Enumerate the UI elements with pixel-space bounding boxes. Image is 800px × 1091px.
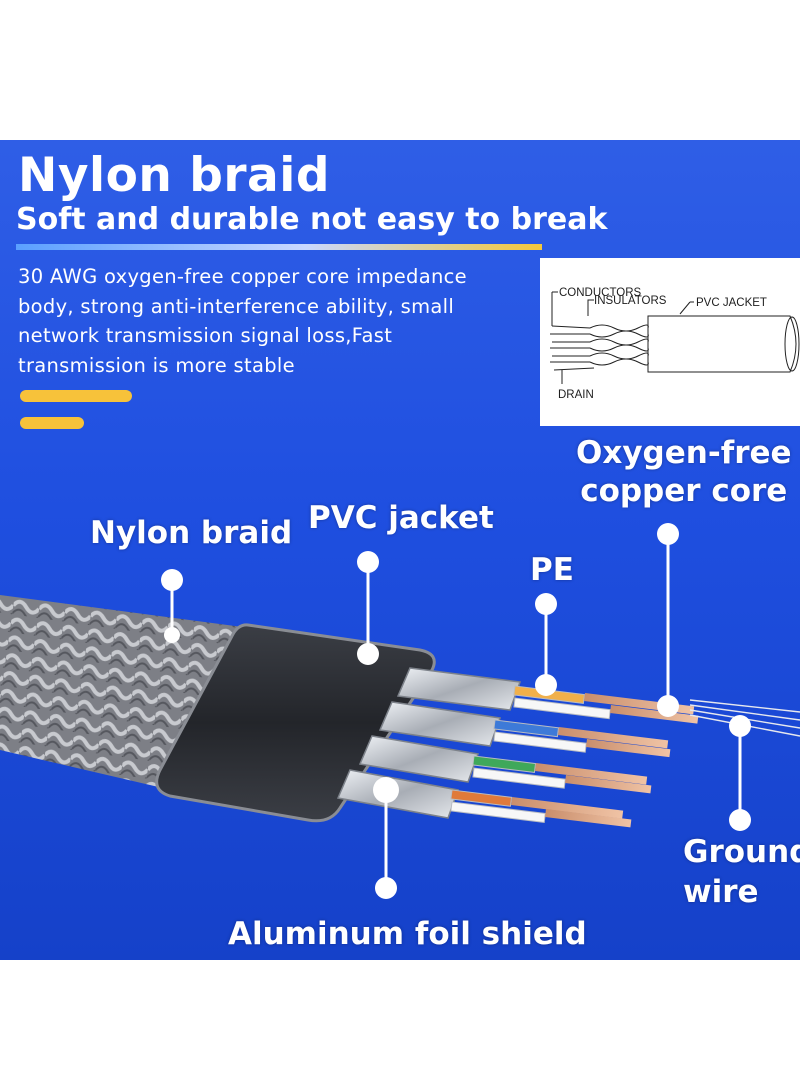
cable-schematic: CONDUCTORS INSULATORS PVC JACKET DRAIN	[540, 258, 800, 426]
schematic-drain-label: DRAIN	[558, 389, 594, 401]
product-panel: Nylon braid Soft and durable not easy to…	[0, 140, 800, 960]
callout-ground-line2: wire	[683, 874, 759, 910]
description: 30 AWG oxygen-free copper core impedance…	[18, 265, 467, 377]
foil-shield-end-dot	[375, 877, 397, 899]
ground-wire-dot	[729, 715, 751, 737]
foil-shield-dot	[373, 777, 399, 803]
schematic-insulators-label: INSULATORS	[594, 295, 667, 307]
nylon-braid-dot	[161, 569, 183, 591]
headline: Nylon braid	[18, 148, 330, 203]
schematic-conductors-label: CONDUCTORS	[559, 287, 642, 299]
copper-strands	[511, 693, 699, 828]
pvc-jacket-dot	[357, 551, 379, 573]
schematic-pvc-jacket-label: PVC JACKET	[696, 297, 767, 309]
callout-leaders	[170, 534, 742, 888]
callout-pvc-jacket: PVC jacket	[308, 500, 494, 536]
callout-dots	[161, 523, 751, 899]
copper-core-end-dot	[657, 695, 679, 717]
pe-dot	[535, 593, 557, 615]
copper-core-dot	[657, 523, 679, 545]
subtitle: Soft and durable not easy to break	[16, 202, 608, 237]
nylon-braid-end-dot	[164, 627, 180, 643]
cable-illustration	[0, 523, 800, 899]
ground-wire-end-dot	[729, 809, 751, 831]
accent-bar-short	[20, 417, 84, 429]
pvc-jacket-clip	[155, 623, 436, 823]
pvc-jacket-end-dot	[357, 643, 379, 665]
callout-aluminum-foil: Aluminum foil shield	[228, 916, 587, 952]
accent-bar-long	[20, 390, 132, 402]
callout-oxygen-free-line1: Oxygen-free	[576, 435, 792, 471]
callout-oxygen-free-line2: copper core	[580, 473, 788, 509]
callout-ground-line1: Ground	[683, 834, 800, 870]
callout-oxygen-free-copper: Oxygen-free copper core	[576, 434, 792, 510]
callout-nylon-braid: Nylon braid	[90, 515, 293, 551]
pe-end-dot	[535, 674, 557, 696]
callout-ground-wire: Ground wire	[683, 832, 800, 912]
subtitle-underline	[16, 244, 542, 250]
callout-pe: PE	[530, 552, 574, 588]
